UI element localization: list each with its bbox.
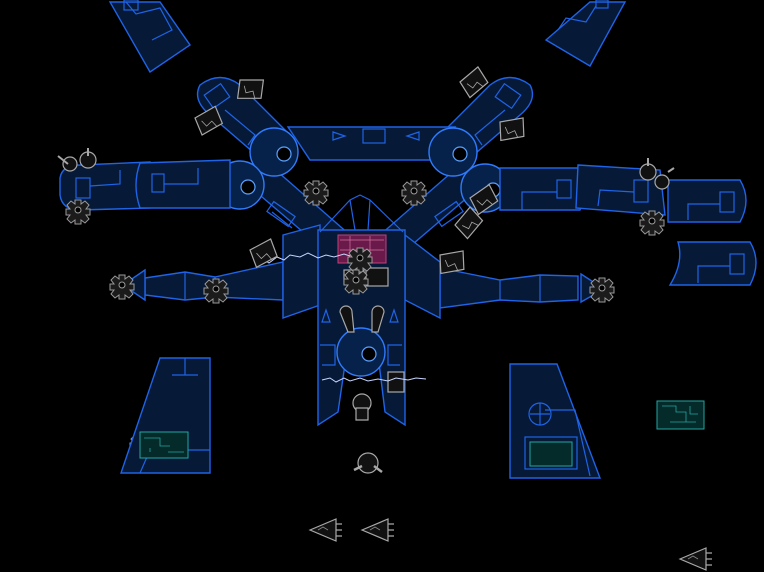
gear-icon: [109, 274, 135, 300]
left-leg[interactable]: [120, 357, 211, 474]
gear-icon: [639, 210, 665, 236]
right-arm[interactable]: [404, 164, 757, 320]
central-body[interactable]: [317, 194, 406, 427]
arrow-piece-icon[interactable]: [361, 518, 395, 542]
gear-icon: [589, 277, 615, 303]
loose-claw-top-left[interactable]: [108, 0, 191, 74]
electric-spark-icon: [254, 252, 427, 383]
arrow-piece-icon[interactable]: [679, 547, 713, 571]
right-leg[interactable]: [509, 363, 602, 479]
gear-icon: [401, 180, 427, 206]
gear-icon: [303, 180, 329, 206]
gear-icon: [203, 278, 229, 304]
circuit-board[interactable]: [139, 431, 189, 459]
gear-icon: [343, 269, 369, 295]
arrow-piece-icon[interactable]: [309, 518, 343, 542]
shoulder-joint-right[interactable]: [428, 127, 510, 213]
arrow-pieces[interactable]: [309, 518, 713, 571]
loose-claw-top-right[interactable]: [544, 0, 627, 67]
gear-icon: [65, 199, 91, 225]
circuit-board-pickup[interactable]: [656, 400, 705, 430]
loose-mechanisms[interactable]: [57, 148, 675, 474]
left-arm[interactable]: [59, 159, 321, 319]
gear-icon: [347, 247, 373, 273]
